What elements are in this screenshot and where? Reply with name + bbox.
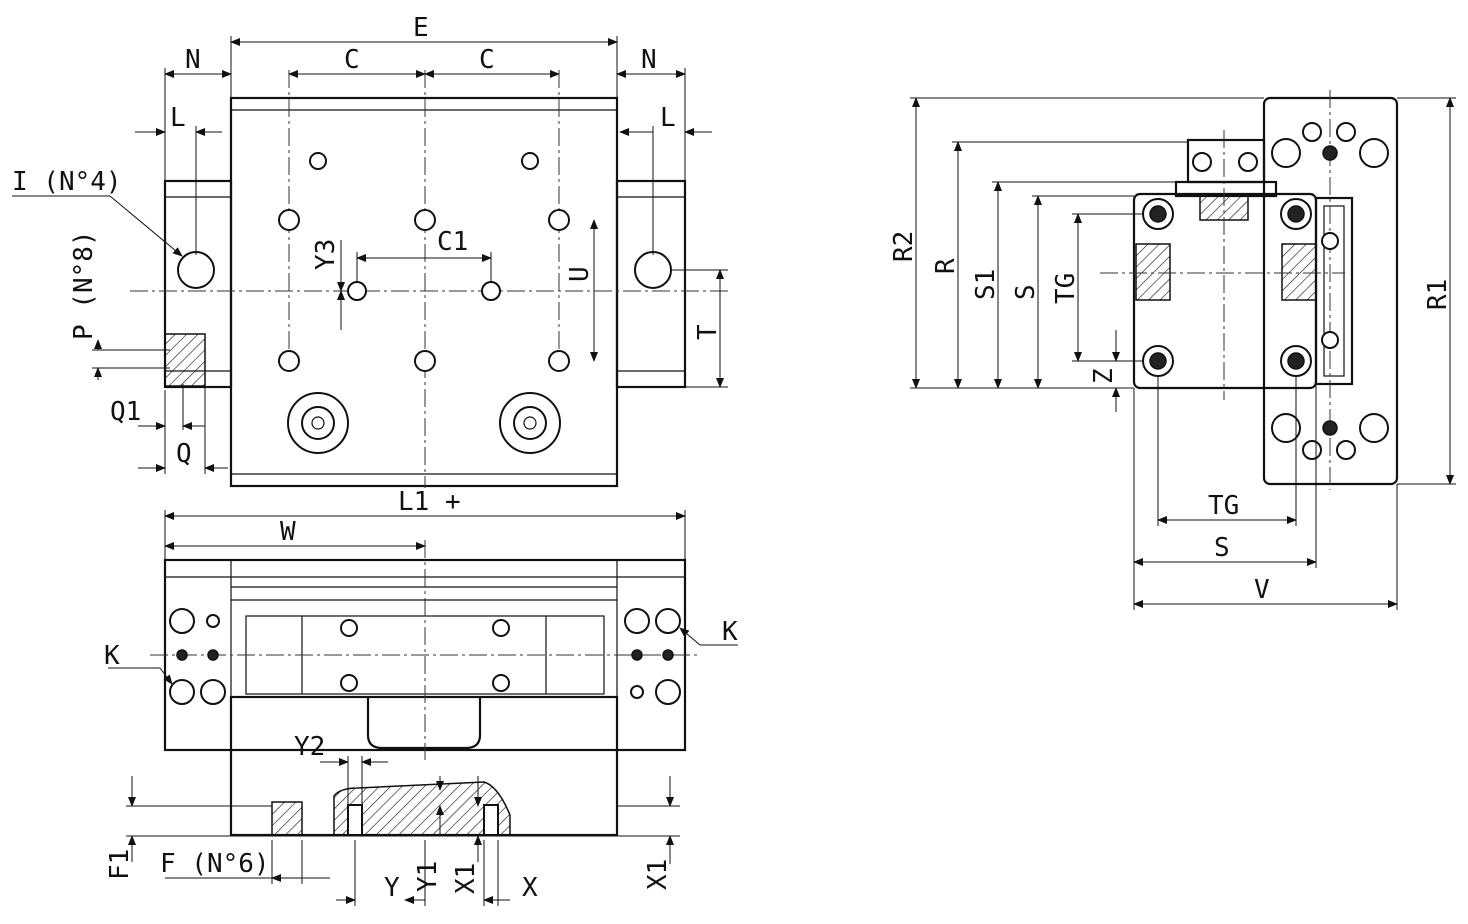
label-I: I (N°4)	[12, 167, 122, 197]
label-P: P (N°8)	[69, 230, 99, 340]
label-X: X	[522, 873, 538, 903]
label-T: T	[693, 324, 723, 340]
label-S-vertical: S	[1011, 284, 1041, 300]
label-W: W	[280, 517, 296, 547]
label-C-left: C	[344, 45, 360, 75]
label-K-right: K	[722, 617, 738, 647]
dimension-labels: E C C N N L L I (N°4) P (N°8) Y3 C1 U T …	[12, 13, 1453, 903]
label-TG-horizontal: TG	[1208, 491, 1239, 521]
label-L1: L1 +	[398, 487, 461, 517]
label-Y3: Y3	[311, 239, 341, 270]
front-view-dimensions	[108, 510, 738, 906]
label-S-horizontal: S	[1214, 533, 1230, 563]
label-L-right: L	[660, 103, 676, 133]
top-view	[130, 70, 730, 488]
label-N-right: N	[641, 45, 657, 75]
side-view	[1100, 90, 1399, 490]
label-Q: Q	[176, 439, 192, 469]
label-K-left: K	[104, 641, 120, 671]
label-R: R	[931, 258, 961, 274]
label-Z: Z	[1089, 368, 1119, 384]
label-V: V	[1254, 575, 1270, 605]
label-X1-right: X1	[643, 859, 673, 890]
label-C1: C1	[437, 227, 468, 257]
label-Y2: Y2	[294, 732, 325, 762]
label-L-left: L	[170, 103, 186, 133]
side-view-dimensions	[910, 97, 1456, 610]
label-S1: S1	[971, 269, 1001, 300]
label-Y1: Y1	[413, 861, 443, 892]
label-F: F (N°6)	[160, 849, 270, 879]
label-Y: Y	[384, 873, 400, 903]
label-E: E	[413, 13, 429, 43]
label-TG-vertical: TG	[1051, 273, 1081, 304]
label-N-left: N	[185, 45, 201, 75]
label-R2: R2	[889, 231, 919, 262]
label-C-right: C	[479, 45, 495, 75]
front-view	[150, 540, 700, 837]
label-R1: R1	[1423, 279, 1453, 310]
label-U: U	[565, 266, 595, 282]
label-Q1: Q1	[110, 397, 141, 427]
top-view-dimensions	[12, 36, 728, 474]
label-F1: F1	[105, 849, 135, 880]
label-X1-bottom: X1	[451, 863, 481, 894]
